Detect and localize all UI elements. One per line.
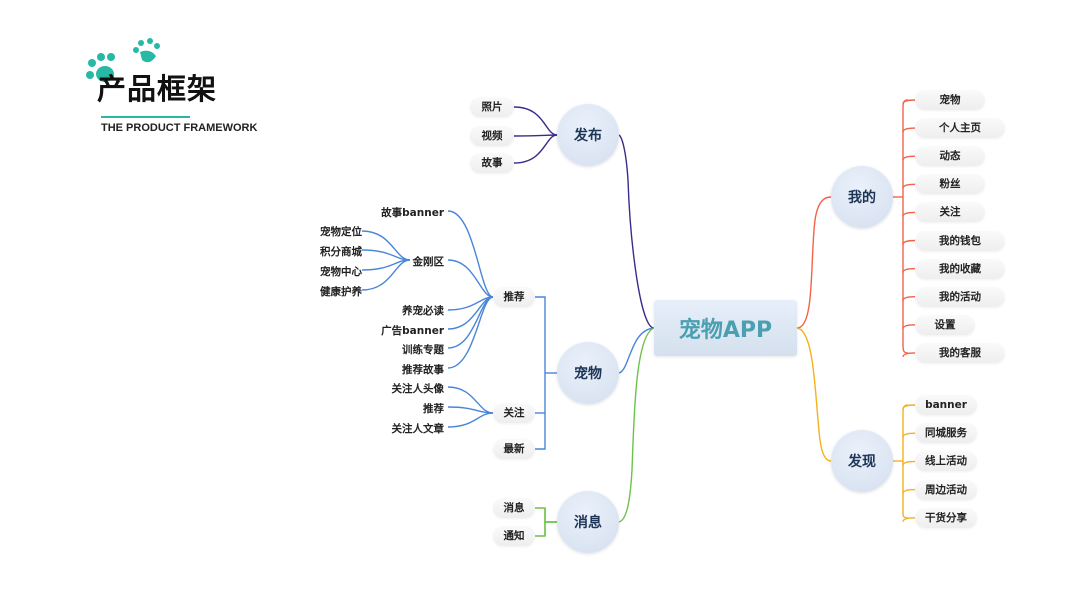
kingkong-item[interactable]: 健康护养 — [320, 286, 362, 298]
connector — [535, 507, 557, 523]
connector — [361, 259, 411, 291]
connector — [447, 259, 494, 298]
mine-item[interactable]: 动态 — [915, 146, 985, 167]
mine-item[interactable]: 我的钱包 — [915, 230, 1005, 251]
connector — [902, 352, 916, 358]
connector — [902, 267, 916, 273]
message-item[interactable]: 通知 — [493, 526, 535, 546]
mine-item[interactable]: 设置 — [915, 314, 975, 335]
mine-item[interactable]: 我的收藏 — [915, 258, 1005, 279]
pet-follow[interactable]: 关注 — [493, 403, 535, 423]
branch-discover[interactable]: 发现 — [831, 430, 893, 492]
branch-mine[interactable]: 我的 — [831, 166, 893, 228]
discover-item[interactable]: 线上活动 — [915, 451, 977, 472]
page-subtitle: THE PRODUCT FRAMEWORK — [101, 122, 258, 134]
title-underline — [101, 116, 190, 118]
branch-message[interactable]: 消息 — [557, 491, 619, 553]
connector — [902, 460, 916, 466]
connector — [902, 517, 916, 522]
kingkong-item[interactable]: 宠物定位 — [320, 226, 362, 238]
connector-pet — [618, 327, 655, 374]
connector — [447, 406, 494, 414]
follow-item[interactable]: 关注人文章 — [391, 423, 445, 435]
publish-item[interactable]: 故事 — [470, 153, 514, 173]
connector — [902, 211, 916, 217]
recommend-item[interactable]: 广告banner — [381, 325, 444, 337]
connector — [361, 230, 411, 261]
publish-item[interactable]: 照片 — [470, 97, 514, 117]
follow-item[interactable]: 推荐 — [423, 403, 444, 415]
pet-latest[interactable]: 最新 — [493, 439, 535, 459]
recommend-story-banner[interactable]: 故事banner — [381, 207, 444, 219]
mine-item[interactable]: 粉丝 — [915, 174, 985, 195]
connector — [902, 155, 916, 161]
connector — [447, 296, 494, 369]
connector-discover — [796, 327, 832, 462]
connector-publish — [618, 134, 655, 329]
branch-pet[interactable]: 宠物 — [557, 342, 619, 404]
recommend-item[interactable]: 养宠必读 — [402, 305, 444, 317]
connector — [902, 296, 916, 301]
discover-item[interactable]: 同城服务 — [915, 423, 977, 444]
recommend-item[interactable]: 推荐故事 — [402, 364, 444, 376]
mine-item[interactable]: 宠物 — [915, 90, 985, 110]
discover-item[interactable]: banner — [915, 395, 977, 415]
publish-item[interactable]: 视频 — [470, 126, 514, 146]
connector — [902, 432, 916, 438]
discover-item[interactable]: 干货分享 — [915, 507, 977, 528]
connector-message — [618, 327, 655, 523]
discover-item[interactable]: 周边活动 — [915, 479, 977, 500]
mine-item[interactable]: 个人主页 — [915, 118, 1005, 139]
connector — [513, 134, 558, 137]
mine-item[interactable]: 关注 — [915, 202, 985, 223]
branch-publish[interactable]: 发布 — [557, 104, 619, 166]
message-item[interactable]: 消息 — [493, 498, 535, 518]
kingkong-item[interactable]: 积分商城 — [320, 246, 362, 258]
recommend-item[interactable]: 训练专题 — [402, 344, 444, 356]
connector — [513, 106, 558, 136]
connector — [361, 249, 411, 261]
connector — [447, 210, 494, 298]
recommend-kingkong[interactable]: 金刚区 — [412, 256, 445, 268]
connector — [535, 521, 557, 537]
connector — [902, 99, 909, 354]
paw-print-icon — [86, 38, 160, 82]
connector — [902, 183, 916, 189]
connector — [513, 134, 558, 164]
connector — [361, 259, 411, 271]
pet-recommend[interactable]: 推荐 — [493, 287, 535, 307]
connector — [902, 239, 916, 245]
connector-mine — [796, 196, 832, 329]
connector — [902, 324, 916, 329]
mine-item[interactable]: 我的客服 — [915, 342, 1005, 363]
follow-item[interactable]: 关注人头像 — [391, 383, 445, 395]
connector — [902, 99, 916, 105]
mine-item[interactable]: 我的活动 — [915, 286, 1005, 307]
connector — [902, 488, 916, 494]
page-title: 产品框架 — [97, 72, 218, 106]
connector — [535, 296, 546, 450]
center-node[interactable]: 宠物APP — [654, 300, 797, 356]
kingkong-item[interactable]: 宠物中心 — [320, 266, 362, 278]
connector — [447, 412, 494, 428]
connector — [902, 404, 916, 410]
connector — [902, 127, 916, 133]
